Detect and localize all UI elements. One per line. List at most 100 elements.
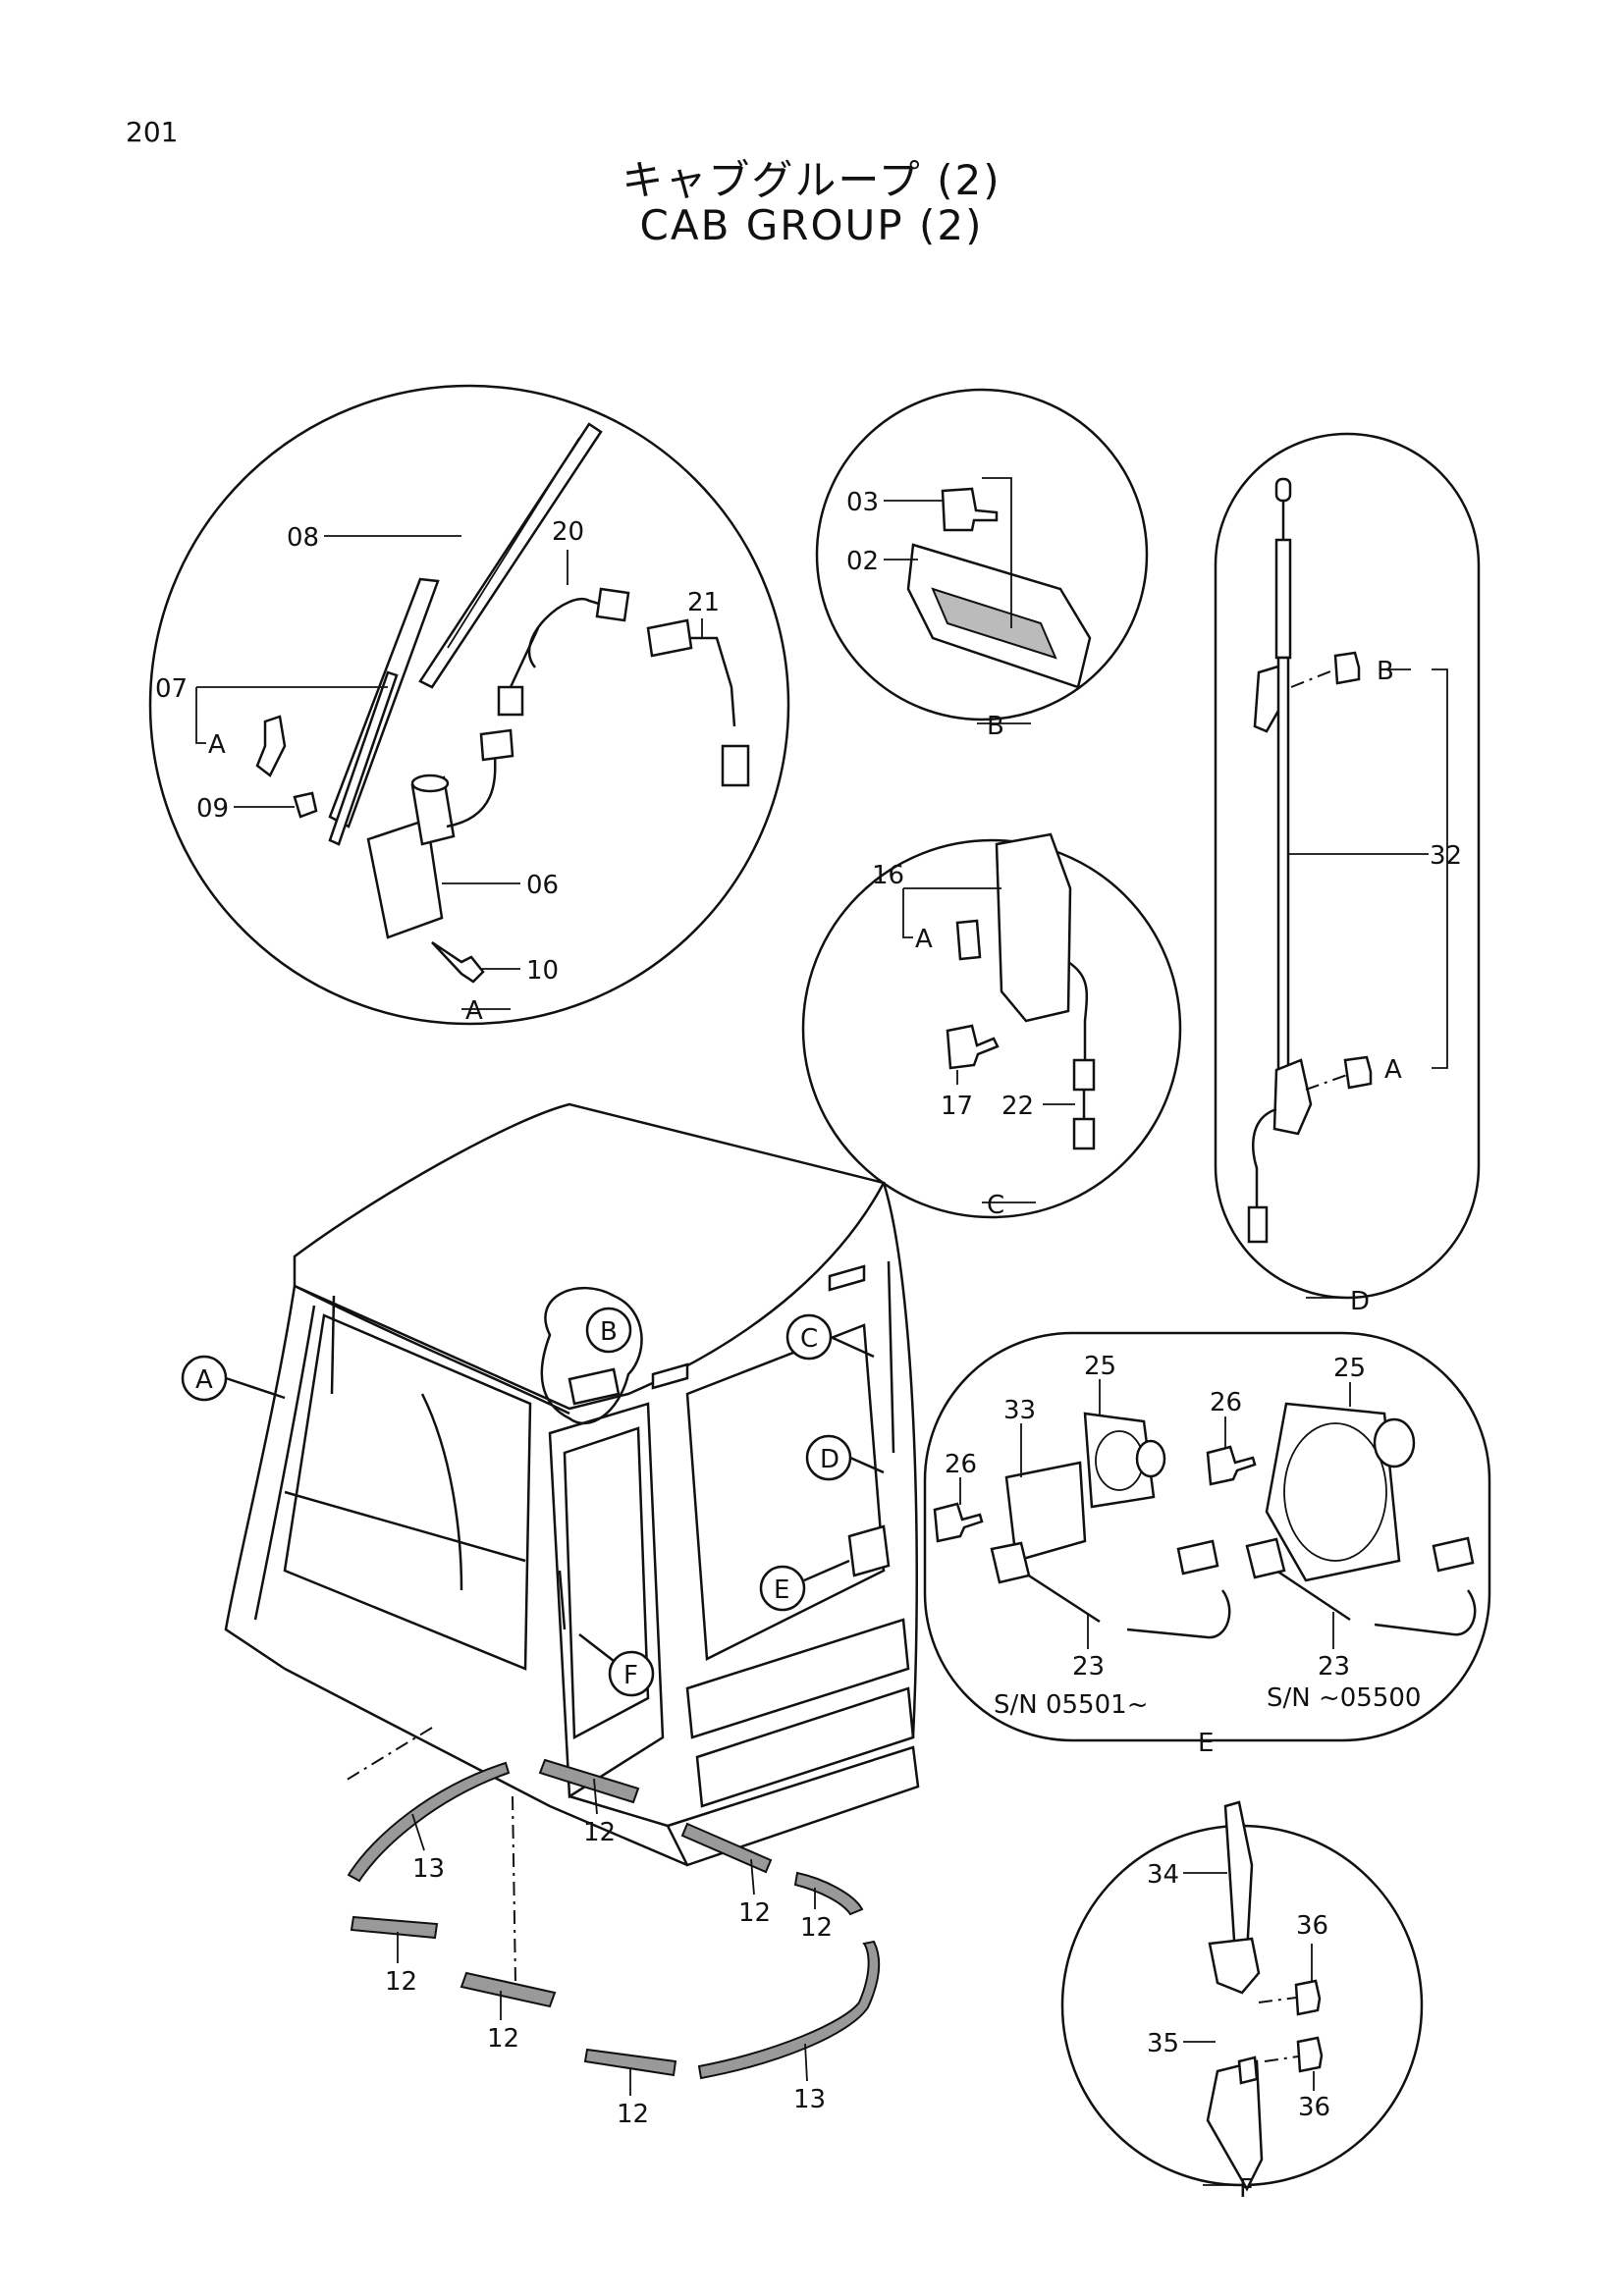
label-07-sub: A <box>208 730 226 760</box>
cab-roof-vent-2 <box>828 1264 866 1292</box>
detail-d-tag: D <box>1350 1287 1370 1316</box>
antenna-dash-b <box>1290 668 1336 688</box>
speaker-small-wire-2 <box>1126 1589 1231 1639</box>
detail-f-tag: F <box>1239 2174 1254 2204</box>
label-07: 07 <box>155 674 188 704</box>
leader-12-door <box>593 1778 598 1815</box>
cab-left-frame <box>224 1285 297 1671</box>
antenna-base <box>1272 1058 1313 1136</box>
label-13-right: 13 <box>793 2085 826 2114</box>
seal-12-d <box>793 1871 864 1916</box>
seal-12-front <box>680 1822 773 1874</box>
harness-20-lower <box>509 627 540 688</box>
wiper-clip <box>255 715 287 777</box>
antenna-rod-lower <box>1276 656 1290 1072</box>
callout-c[interactable]: C <box>785 1313 875 1361</box>
room-lamp-lens <box>995 832 1072 1023</box>
callout-b[interactable]: B <box>585 1307 632 1354</box>
label-32: 32 <box>1430 841 1462 871</box>
leader-07-a <box>195 687 206 744</box>
callout-e[interactable]: E <box>759 1559 850 1612</box>
connector-21b <box>721 744 750 787</box>
label-20: 20 <box>552 517 584 547</box>
detail-a-wiper: 08 07 A 09 06 10 20 21 A <box>148 384 790 1026</box>
seal-12-c <box>583 2048 677 2077</box>
speaker-large-magnet <box>1373 1417 1416 1468</box>
bolt-36-lower <box>1296 2036 1324 2073</box>
label-23-large: 23 <box>1318 1652 1350 1682</box>
sn-right: S/N ~05500 <box>1267 1683 1421 1713</box>
speaker-large-connector <box>1245 1537 1286 1579</box>
leader-d-ref <box>1432 668 1448 1069</box>
label-06: 06 <box>526 871 559 900</box>
leader-16-a <box>902 888 913 938</box>
callout-d[interactable]: D <box>805 1434 885 1481</box>
leader-13-left <box>411 1813 425 1851</box>
callout-f[interactable]: F <box>578 1633 655 1697</box>
label-33: 33 <box>1003 1396 1036 1425</box>
wiper-nut <box>293 791 318 819</box>
seal-12-b <box>460 1971 557 2008</box>
connector-20b <box>595 587 630 622</box>
label-34: 34 <box>1147 1860 1179 1890</box>
label-35: 35 <box>1147 2029 1179 2058</box>
antenna-cable <box>1251 1107 1277 1207</box>
label-25-small: 25 <box>1084 1352 1116 1381</box>
cup-holder-recess <box>931 587 1057 660</box>
cab-antenna <box>887 1260 895 1454</box>
label-26-small: 26 <box>945 1450 977 1479</box>
callout-b-text: B <box>600 1317 618 1347</box>
wiper-blade-rubber <box>447 437 580 649</box>
cab-floor-line <box>284 1667 688 1867</box>
speaker-large-wire <box>1275 1569 1351 1622</box>
label-16-sub: A <box>915 925 933 954</box>
label-22: 22 <box>1001 1092 1034 1121</box>
antenna-screw-a <box>1343 1055 1373 1090</box>
callout-c-text: C <box>800 1324 818 1354</box>
speaker-large-cone <box>1283 1422 1387 1562</box>
label-02: 02 <box>846 547 879 576</box>
cab-roof-vent-1 <box>651 1362 689 1390</box>
detail-b-tag: B <box>987 712 1004 741</box>
detail-a-circle <box>148 384 790 1026</box>
antenna-screw-b <box>1333 651 1361 685</box>
seal-parts: 13 12 12 12 12 12 12 13 <box>347 1758 881 2129</box>
label-12-door: 12 <box>583 1818 616 1847</box>
detail-e-frame <box>923 1331 1491 1742</box>
seal-13-right <box>697 1940 881 2080</box>
bolt-36-upper <box>1294 1979 1322 2016</box>
cab-front-bottom <box>666 1745 920 1867</box>
leader-13-right <box>804 2043 808 2082</box>
antenna-dash-a <box>1305 1074 1348 1091</box>
cup-holder-screw <box>941 487 999 532</box>
speaker-large-wire-2 <box>1374 1589 1477 1636</box>
cab-rollbar-1 <box>420 1393 463 1591</box>
lever-34-base <box>1208 1937 1261 1995</box>
callout-e-text: E <box>774 1575 789 1605</box>
page-number: 201 <box>126 116 179 148</box>
speaker-large-connector-b <box>1432 1536 1475 1573</box>
lamp-connector-22 <box>1072 1058 1096 1092</box>
label-23-small: 23 <box>1072 1652 1105 1682</box>
leader-03-ref <box>982 477 1012 628</box>
label-03: 03 <box>846 488 879 517</box>
ref-line-cab-side <box>343 1727 433 1783</box>
label-16: 16 <box>872 861 904 890</box>
speaker-small-cover <box>1004 1461 1087 1563</box>
cab-left-frame-inner <box>253 1305 316 1621</box>
cab-side-window <box>283 1313 532 1671</box>
lamp-wire <box>1067 960 1089 1060</box>
antenna-plug <box>1247 1205 1269 1244</box>
speaker-small-wire <box>1020 1569 1101 1624</box>
connector-21 <box>646 618 693 658</box>
detail-b-cup-holder: 03 02 B <box>815 388 1149 741</box>
cab-front-grille-1 <box>685 1618 910 1739</box>
callout-f-text: F <box>623 1661 638 1690</box>
speaker-small-connector-b <box>1176 1539 1219 1575</box>
connector-20c <box>497 685 524 717</box>
label-d-a: A <box>1384 1055 1402 1085</box>
detail-e-tag: E <box>1198 1729 1214 1758</box>
cab-wiper <box>330 1295 336 1395</box>
callout-a[interactable]: A <box>181 1355 286 1402</box>
